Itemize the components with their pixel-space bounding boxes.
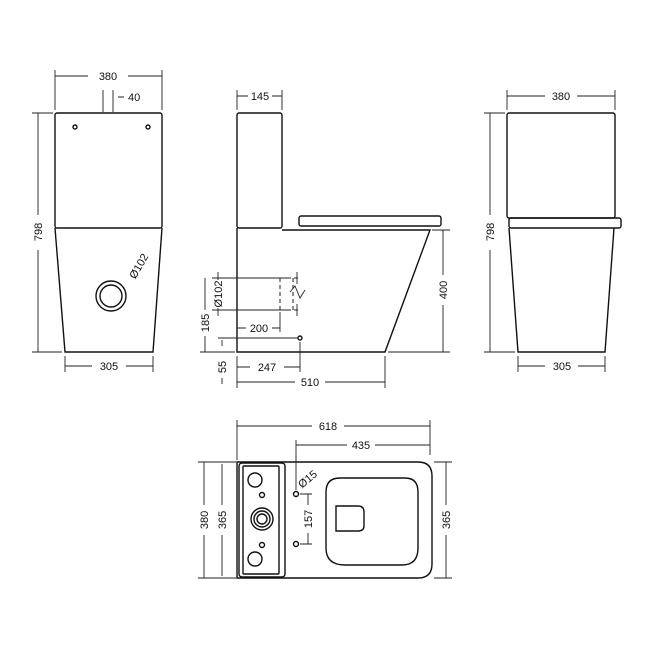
dim-front-height: 798 <box>33 223 45 241</box>
plan-cistern <box>238 462 286 578</box>
waste-outlet-inner-icon <box>99 284 123 308</box>
dim-plan-overall-depth: 618 <box>319 421 337 433</box>
flush-button-icon <box>247 551 263 567</box>
plan-outline <box>236 461 433 579</box>
dim-pan-height: 400 <box>438 281 450 299</box>
dim-waste-setback: 200 <box>250 323 268 335</box>
dim-back-width-top: 380 <box>552 91 570 103</box>
flush-valve-icon <box>250 507 274 531</box>
side-view: 145 Ø102 185 200 55 247 510 400 <box>200 90 450 389</box>
dim-plan-overall-width: 380 <box>199 511 211 529</box>
dim-fixing-to-front: 435 <box>352 440 370 452</box>
dim-back-height: 798 <box>485 223 497 241</box>
plan-seat <box>325 477 419 566</box>
hole-icon <box>258 491 266 499</box>
dim-inlet-height: 55 <box>217 361 229 373</box>
dim-plan-tank-width: 365 <box>217 511 229 529</box>
plan-cistern-inner <box>242 465 280 575</box>
flush-valve-core-icon <box>256 513 268 525</box>
cistern-fixing-icon <box>72 124 78 130</box>
label-front-waste-diameter: Ø102 <box>127 252 151 281</box>
side-pan <box>236 228 432 353</box>
cistern-fixing-icon <box>145 124 151 130</box>
dim-fixing-spacing: 157 <box>303 510 315 528</box>
flush-valve-ring-icon <box>253 510 271 528</box>
dim-side-waste-diameter: Ø102 <box>213 281 225 308</box>
dim-front-width-base: 305 <box>100 361 118 373</box>
fixing-hole-icon <box>292 490 300 498</box>
dim-inlet-setback: 247 <box>258 362 276 374</box>
dim-button-offset: 40 <box>128 92 140 104</box>
waste-outlet-icon <box>95 280 127 312</box>
back-seat <box>508 217 622 229</box>
dim-back-width-base: 305 <box>553 361 571 373</box>
side-cistern <box>236 112 283 229</box>
plan-view: 618 435 Ø15 157 380 365 365 <box>198 420 453 579</box>
dim-overall-depth: 510 <box>301 377 319 389</box>
dim-front-width-top: 380 <box>99 71 117 83</box>
plan-bowl-opening <box>335 505 365 532</box>
flush-button-icon <box>247 472 263 488</box>
back-pan <box>508 227 615 353</box>
dim-waste-height: 185 <box>200 314 212 332</box>
side-seat <box>298 215 442 227</box>
dim-plan-pan-width: 365 <box>441 511 453 529</box>
front-cistern <box>54 112 163 229</box>
fixing-hole-icon <box>292 540 300 548</box>
front-pan <box>54 227 163 353</box>
dim-tank-depth: 145 <box>251 91 269 103</box>
water-inlet-icon <box>297 335 303 341</box>
hole-icon <box>258 541 266 549</box>
label-fixing-hole-diameter: Ø15 <box>296 468 320 491</box>
back-cistern <box>506 112 616 219</box>
front-view: 380 40 798 Ø102 305 <box>32 70 163 373</box>
back-view: 380 798 305 <box>484 90 622 373</box>
